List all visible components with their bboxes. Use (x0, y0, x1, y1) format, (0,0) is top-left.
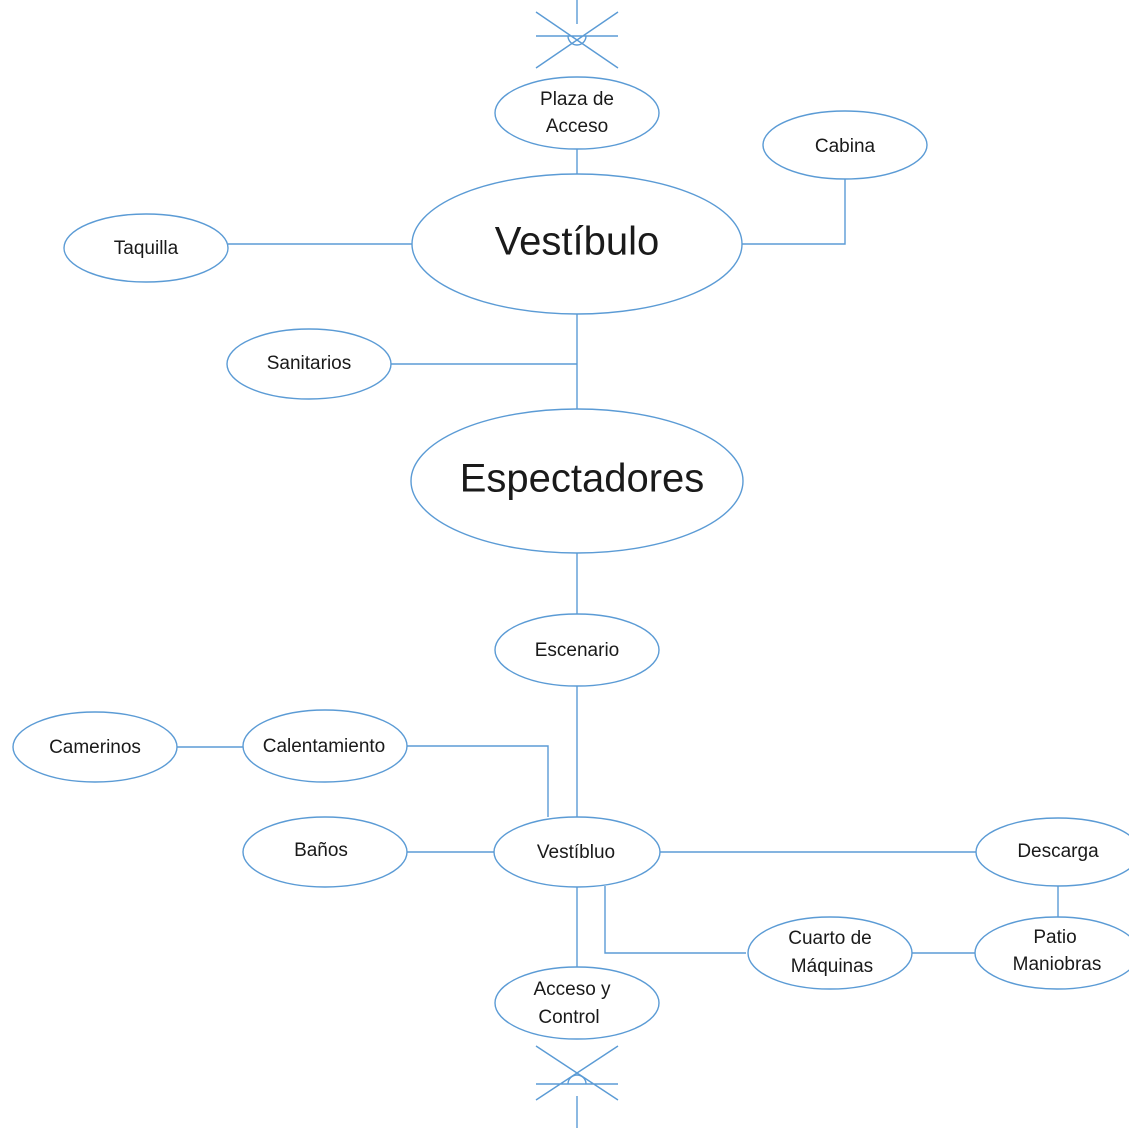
node-label: Baños (294, 840, 348, 861)
node-escenario: Escenario (494, 613, 660, 687)
node-espectadores: Espectadores (410, 408, 744, 554)
node-label: Taquilla (114, 238, 179, 259)
node-calentamiento: Calentamiento (242, 709, 408, 783)
node-patio-maniobras: Patio Maniobras (974, 916, 1129, 990)
node-cabina: Cabina (762, 110, 928, 180)
edge-vestibluo-cuarto (604, 886, 746, 954)
node-acceso-y-control: Acceso y Control (494, 966, 660, 1040)
node-label: Vestíbulo (495, 220, 660, 264)
node-plaza-de-acceso: Plaza de Acceso (494, 76, 660, 150)
entrance-symbol-top (535, 0, 619, 69)
node-label-line: Acceso y (533, 979, 611, 1000)
edge-calentamiento-vestibluo (407, 745, 549, 817)
node-label: Vestíbluo (537, 842, 615, 863)
node-taquilla: Taquilla (63, 213, 229, 283)
node-label: Camerinos (49, 737, 141, 758)
node-vestibluo: Vestíbluo (493, 816, 661, 888)
node-label: Descarga (1017, 841, 1099, 862)
node-label-line: Maniobras (1013, 954, 1102, 975)
node-vestibulo: Vestíbulo (411, 173, 743, 315)
entrance-symbol-bottom (535, 1045, 619, 1128)
node-label: Sanitarios (267, 353, 352, 374)
node-sanitarios: Sanitarios (226, 328, 392, 400)
node-label-line: Plaza de (540, 89, 614, 110)
node-cuarto-de-maquinas: Cuarto de Máquinas (747, 916, 913, 990)
node-label-line: Acceso (546, 116, 608, 137)
node-label-line: Patio (1033, 927, 1076, 948)
node-label: Escenario (535, 640, 620, 661)
node-label: Cabina (815, 136, 876, 157)
node-label-line: Máquinas (791, 956, 873, 977)
node-label-line: Control (538, 1007, 599, 1028)
node-descarga: Descarga (975, 817, 1129, 887)
node-camerinos: Camerinos (12, 711, 178, 783)
node-label-line: Cuarto de (788, 928, 871, 949)
edge-vestibulo-cabina (742, 179, 846, 245)
node-label: Calentamiento (263, 736, 386, 757)
node-label: Espectadores (460, 457, 705, 501)
node-banos: Baños (242, 816, 408, 888)
